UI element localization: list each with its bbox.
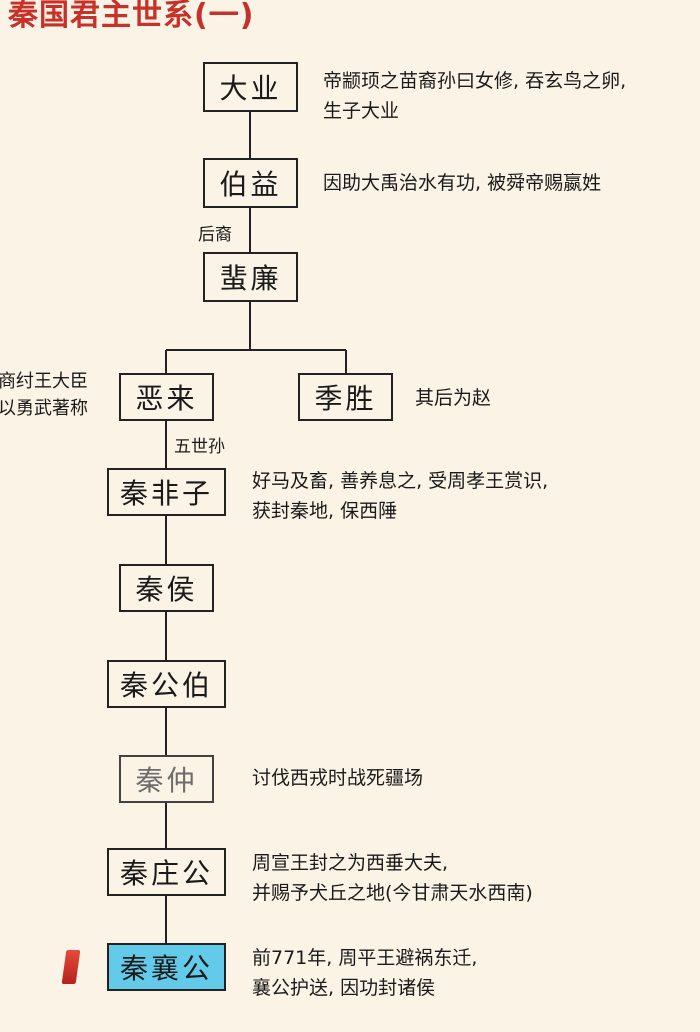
node-jisheng: 季胜 [298,373,393,421]
note-elai-line-1: 商纣王大臣 [0,371,88,392]
edge-label-wushisun: 五世孙 [174,437,225,457]
edge-label-houyi: 后裔 [198,225,232,245]
note-dayi: 帝颛顼之苗裔孙曰女修, 吞玄鸟之卵, 生子大业 [323,66,626,126]
note-qinzhuanggong: 周宣王封之为西垂大夫, 并赐予犬丘之地(今甘肃天水西南) [252,848,533,908]
note-qinxianggong-line-2: 襄公护送, 因功封诸侯 [252,977,436,999]
note-elai-line-2: 以勇武著称 [0,398,88,419]
node-dayi: 大业 [203,62,298,112]
note-qinzhong: 讨伐西戎时战死疆场 [252,763,423,793]
node-qingongbo: 秦公伯 [107,660,226,708]
note-boyi-line-1: 因助大禹治水有功, 被舜帝赐嬴姓 [323,172,602,194]
note-qinfeizi: 好马及畜, 善养息之, 受周孝王赏识, 获封秦地, 保西陲 [252,466,548,526]
note-qinxianggong: 前771年, 周平王避祸东迁, 襄公护送, 因功封诸侯 [252,943,477,1003]
note-qinzhong-line-1: 讨伐西戎时战死疆场 [252,767,424,789]
note-qinzhuanggong-line-1: 周宣王封之为西垂大夫, [252,852,449,874]
node-qinzhong: 秦仲 [119,755,214,803]
node-qinhou: 秦侯 [119,564,214,612]
node-feilian: 蜚廉 [203,252,298,302]
note-dayi-line-1: 帝颛顼之苗裔孙曰女修, 吞玄鸟之卵, [323,70,627,92]
note-jisheng: 其后为赵 [415,383,491,413]
node-qinfeizi: 秦非子 [107,468,226,516]
note-qinzhuanggong-line-2: 并赐予犬丘之地(今甘肃天水西南) [252,882,533,904]
note-qinxianggong-line-1: 前771年, 周平王避祸东迁, [252,947,478,969]
note-dayi-line-2: 生子大业 [323,100,400,122]
node-boyi: 伯益 [203,158,298,208]
note-jisheng-line-1: 其后为赵 [415,387,492,409]
note-qinfeizi-line-1: 好马及畜, 善养息之, 受周孝王赏识, [252,470,549,492]
node-qinxianggong: 秦襄公 [107,943,226,991]
note-boyi: 因助大禹治水有功, 被舜帝赐嬴姓 [323,168,601,198]
page-title: 秦国君主世系(一) [8,0,255,33]
node-elai: 恶来 [119,373,214,421]
note-qinfeizi-line-2: 获封秦地, 保西陲 [252,500,398,522]
node-qinzhuanggong: 秦庄公 [107,848,226,896]
note-elai: 商纣王大臣 以勇武著称 [0,368,88,422]
